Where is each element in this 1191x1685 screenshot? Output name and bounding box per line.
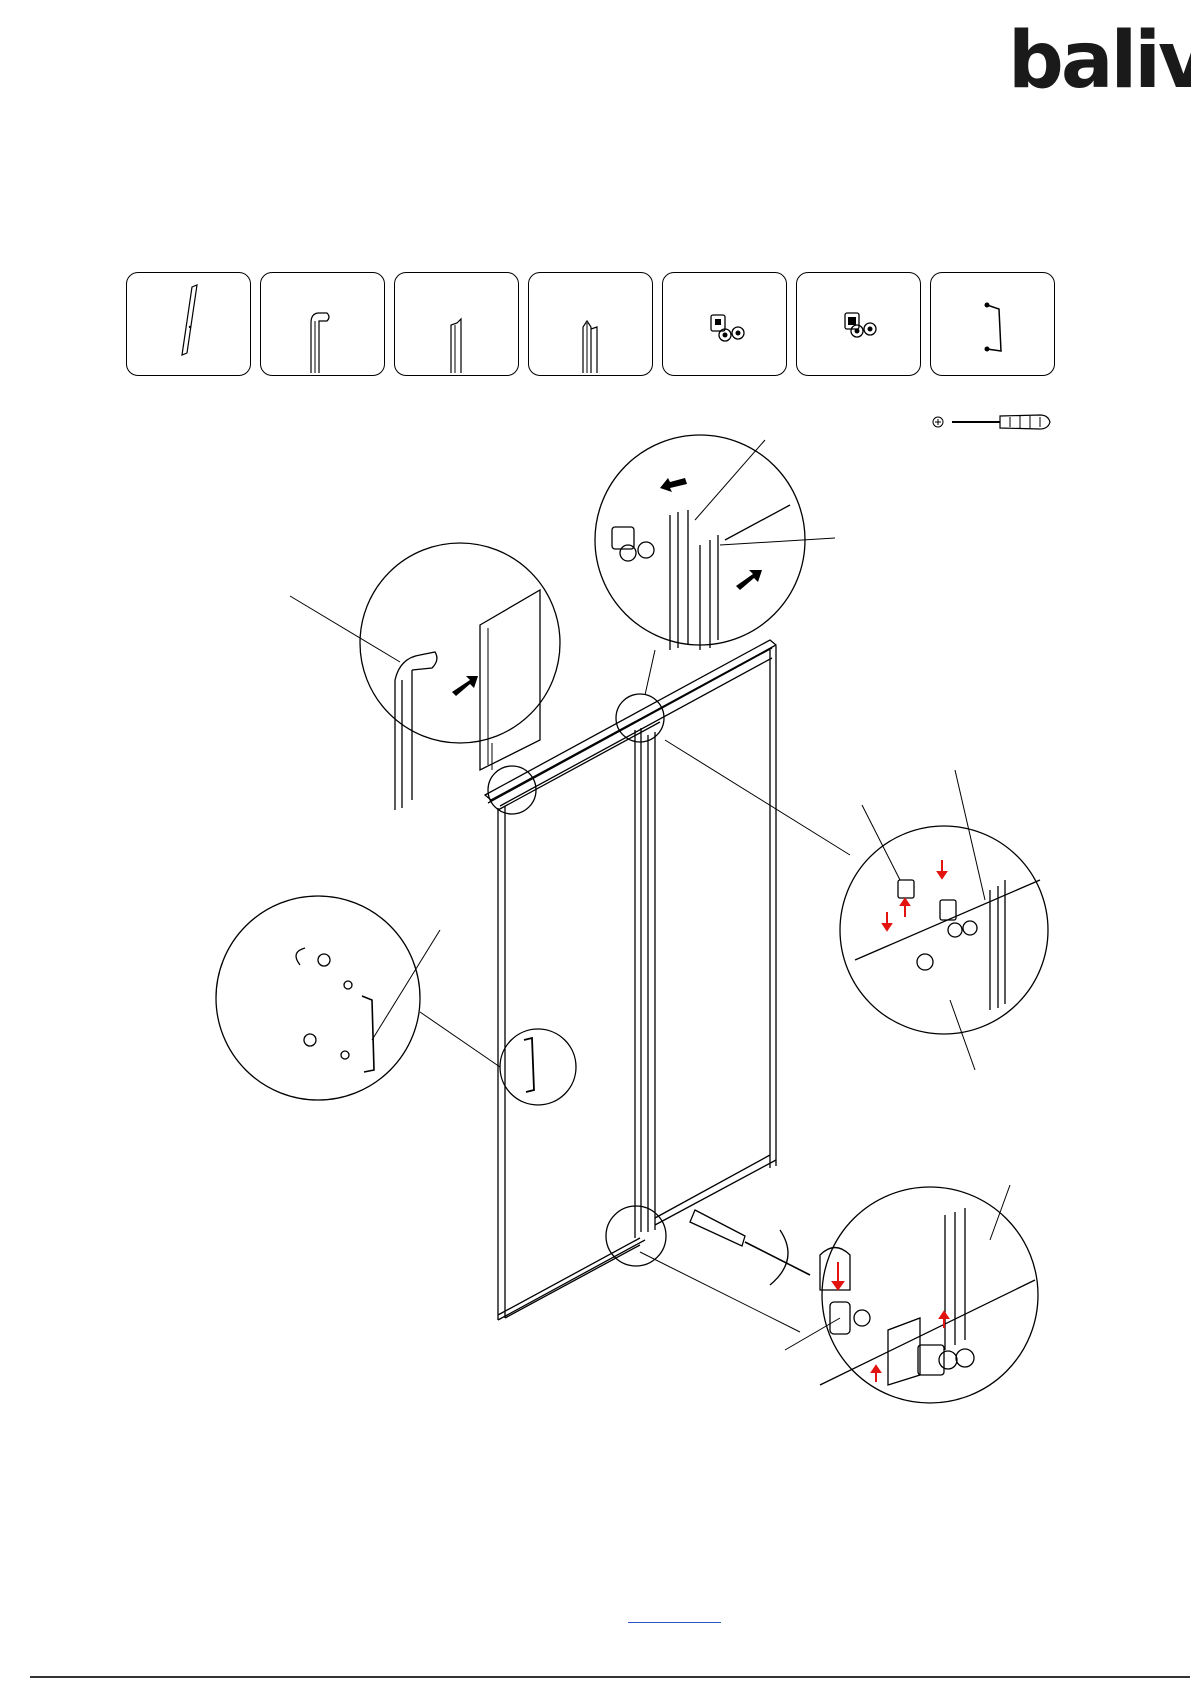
callout-bottom <box>606 1206 666 1266</box>
detail-profile <box>360 543 560 743</box>
part-roller-top <box>662 272 787 376</box>
part-wall-profile-narrow <box>394 272 519 376</box>
part-roller-bottom <box>796 272 921 376</box>
detail-handle <box>216 896 420 1100</box>
footer-bar <box>30 1676 1190 1678</box>
part-door-handle <box>930 272 1055 376</box>
handle-on-panel <box>524 1038 534 1092</box>
shower-frame <box>485 640 776 1320</box>
parts-list <box>126 272 1056 378</box>
narrow-profile-icon <box>395 273 518 375</box>
glass-panel-icon <box>127 273 250 375</box>
callout-handle <box>500 1029 576 1105</box>
red-arrows <box>833 860 948 1382</box>
brand-logo: baliv <box>1008 22 1191 100</box>
roller-icon <box>663 273 786 375</box>
u-profile-icon <box>529 273 652 375</box>
roller-icon <box>797 273 920 375</box>
part-wall-profile-u <box>528 272 653 376</box>
handle-icon <box>931 273 1054 375</box>
footer-link[interactable] <box>628 1612 721 1623</box>
detail-right-roller <box>840 826 1048 1034</box>
black-arrows <box>452 478 762 696</box>
part-glass-panel <box>126 272 251 376</box>
c-profile-icon <box>261 273 384 375</box>
assembly-diagram <box>0 420 1191 1440</box>
part-wall-profile-c <box>260 272 385 376</box>
callout-top-center <box>616 694 664 742</box>
